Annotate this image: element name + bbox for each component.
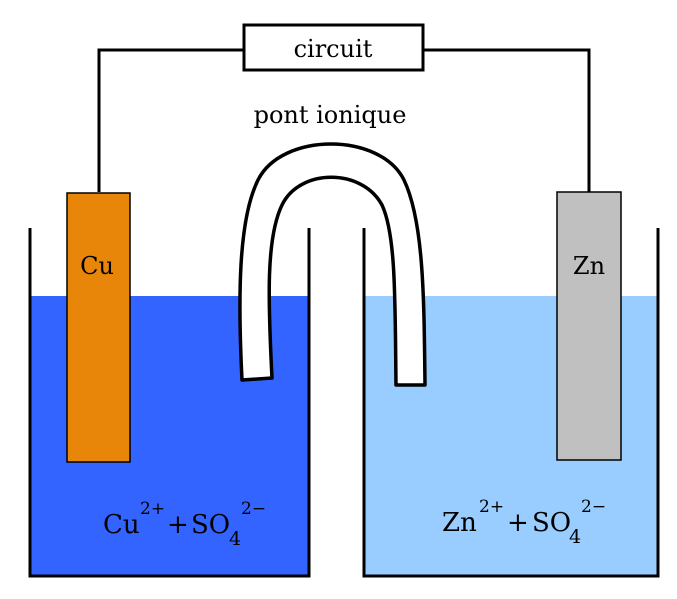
zinc-electrode-label: Zn (573, 252, 605, 280)
right-solution-formula: Zn 2+ + SO 4 2− (442, 497, 606, 548)
right-anion: SO (532, 508, 571, 538)
left-anion: SO (191, 510, 230, 540)
left-wire (97, 48, 244, 192)
left-plus: + (167, 510, 189, 540)
circuit-label: circuit (294, 35, 373, 63)
left-cation-charge: 2+ (140, 499, 165, 519)
right-wire (423, 48, 591, 192)
salt-bridge-tube (238, 142, 427, 387)
right-cation-charge: 2+ (479, 497, 504, 517)
copper-electrode (66, 192, 131, 463)
right-anion-subscript: 4 (569, 526, 581, 548)
left-anion-charge: 2− (241, 499, 266, 519)
right-beaker (362, 228, 660, 578)
left-beaker (28, 228, 311, 578)
right-plus: + (507, 508, 529, 538)
right-anion-charge: 2− (581, 497, 606, 517)
right-cation: Zn (442, 508, 477, 538)
left-solution-formula: Cu 2+ + SO 4 2− (103, 499, 266, 550)
zinc-electrode (556, 191, 622, 461)
circuit-box (242, 23, 425, 72)
left-anion-subscript: 4 (229, 528, 241, 550)
copper-electrode-label: Cu (80, 252, 114, 280)
salt-bridge-label: pont ionique (254, 101, 407, 129)
left-cation: Cu (103, 510, 140, 540)
